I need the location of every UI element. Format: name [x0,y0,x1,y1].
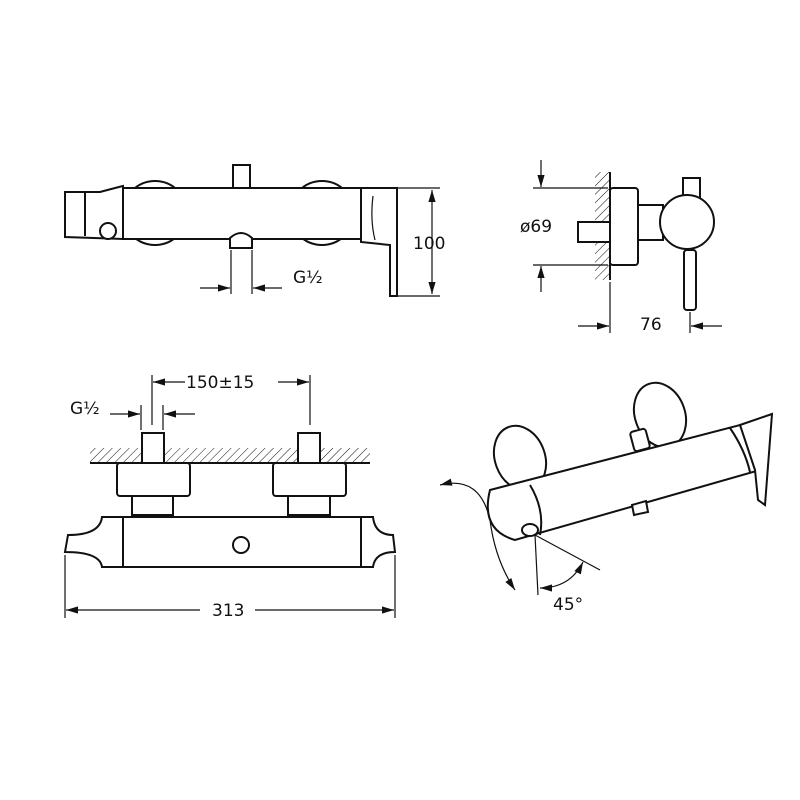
aerator [521,523,539,537]
wall-flange [609,187,639,266]
lever [738,412,774,507]
right-nipple [297,432,321,464]
top-view: 100 G½ [64,164,445,297]
thread-dimension-front: G½ [70,399,100,419]
lever-stem [683,249,697,311]
right-flange [272,462,347,497]
front-view: 150±15 G½ 313 [63,373,397,621]
left-nipple [141,432,165,464]
depth-dimension: 76 [640,315,662,335]
outlet-hole [232,536,250,554]
body-section [659,194,715,250]
lever [360,187,398,297]
side-view: ø69 76 [520,160,722,335]
mixer-body [63,516,397,568]
perspective-view: 45° [439,381,774,615]
left-flange [116,462,191,497]
wall-hatch [90,448,370,463]
diameter-dimension: ø69 [520,217,552,237]
aerator [99,222,117,240]
angle-dimension: 45° [553,595,583,615]
spacing-dimension: 150±15 [186,373,254,393]
bottom-outlet [229,232,253,249]
width-dimension: 313 [212,601,244,621]
height-dimension: 100 [413,234,445,254]
diverter-button [232,164,251,189]
inlet [577,221,611,243]
mixer-body [122,187,362,240]
thread-dimension-top: G½ [293,268,323,288]
